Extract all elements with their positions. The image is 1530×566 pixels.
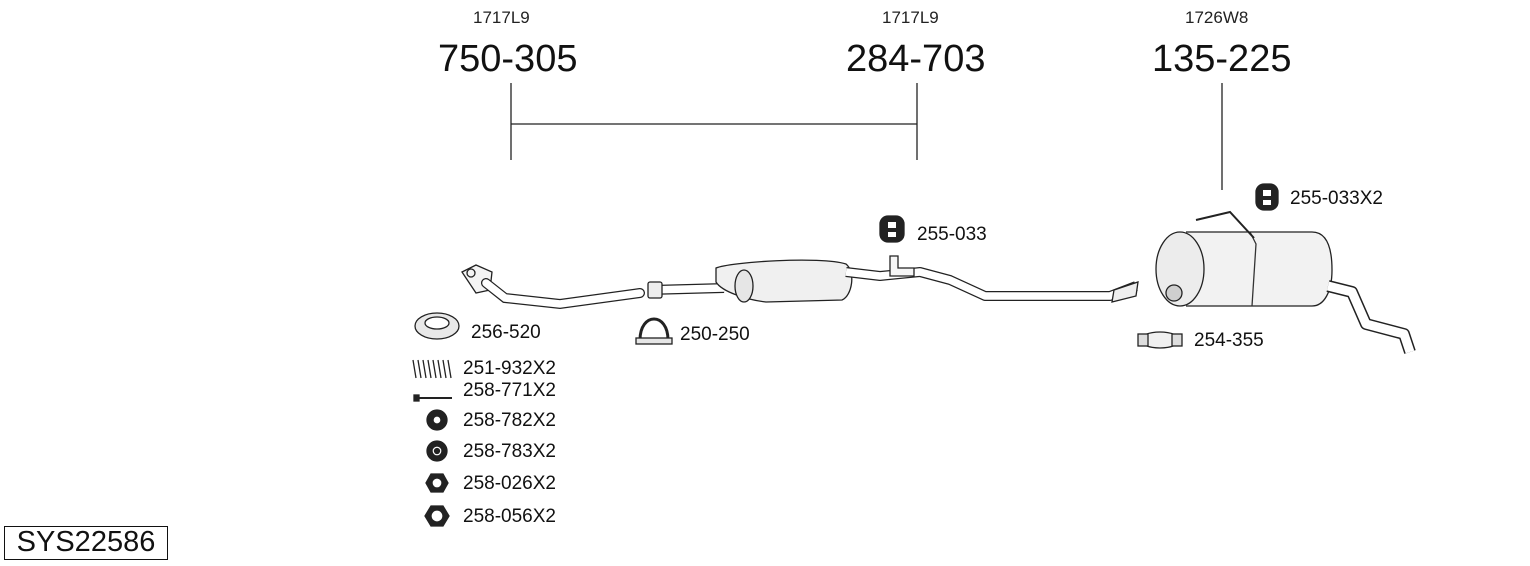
stepped-bush-icon[interactable] <box>426 409 448 431</box>
spring-icon[interactable] <box>412 359 452 379</box>
part-number-middle-silencer[interactable]: 284-703 <box>846 38 986 80</box>
label-rear-hanger[interactable]: 255-033X2 <box>1290 188 1383 209</box>
label-rear-clamp[interactable]: 254-355 <box>1194 330 1264 351</box>
label-mid-hanger[interactable]: 255-033 <box>917 224 987 245</box>
oe-ref-front-pipe: 1717L9 <box>473 8 530 27</box>
hex-nut-icon[interactable] <box>425 473 449 493</box>
ring-bush-icon[interactable] <box>426 440 448 462</box>
oe-ref-rear-silencer: 1726W8 <box>1185 8 1249 27</box>
label-stepped-bush[interactable]: 258-782X2 <box>463 410 556 431</box>
middle-silencer-drawing[interactable] <box>647 255 1139 303</box>
label-hex-nut-small[interactable]: 258-026X2 <box>463 473 556 494</box>
leader-lines <box>510 83 1223 190</box>
label-ring-bush[interactable]: 258-783X2 <box>463 441 556 462</box>
label-gasket[interactable]: 256-520 <box>471 322 541 343</box>
part-number-front-pipe[interactable]: 750-305 <box>438 38 578 80</box>
bolt-icon[interactable] <box>413 394 452 402</box>
rubber-hanger-icon[interactable] <box>1255 183 1279 211</box>
label-spring[interactable]: 251-932X2 <box>463 358 556 379</box>
part-number-rear-silencer[interactable]: 135-225 <box>1152 38 1292 80</box>
oe-ref-middle-silencer: 1717L9 <box>882 8 939 27</box>
u-bolt-clamp-icon[interactable] <box>635 317 673 345</box>
label-front-clamp[interactable]: 250-250 <box>680 324 750 345</box>
gasket-icon[interactable] <box>414 312 460 340</box>
system-code-box: SYS22586 <box>4 526 168 560</box>
band-clamp-icon[interactable] <box>1137 331 1183 349</box>
hex-nut-icon[interactable] <box>424 505 450 527</box>
rear-silencer-drawing[interactable] <box>1155 210 1416 354</box>
label-hex-nut-large[interactable]: 258-056X2 <box>463 506 556 527</box>
front-pipe-drawing[interactable] <box>461 264 645 310</box>
label-bolt[interactable]: 258-771X2 <box>463 380 556 401</box>
rubber-hanger-icon[interactable] <box>879 215 905 243</box>
